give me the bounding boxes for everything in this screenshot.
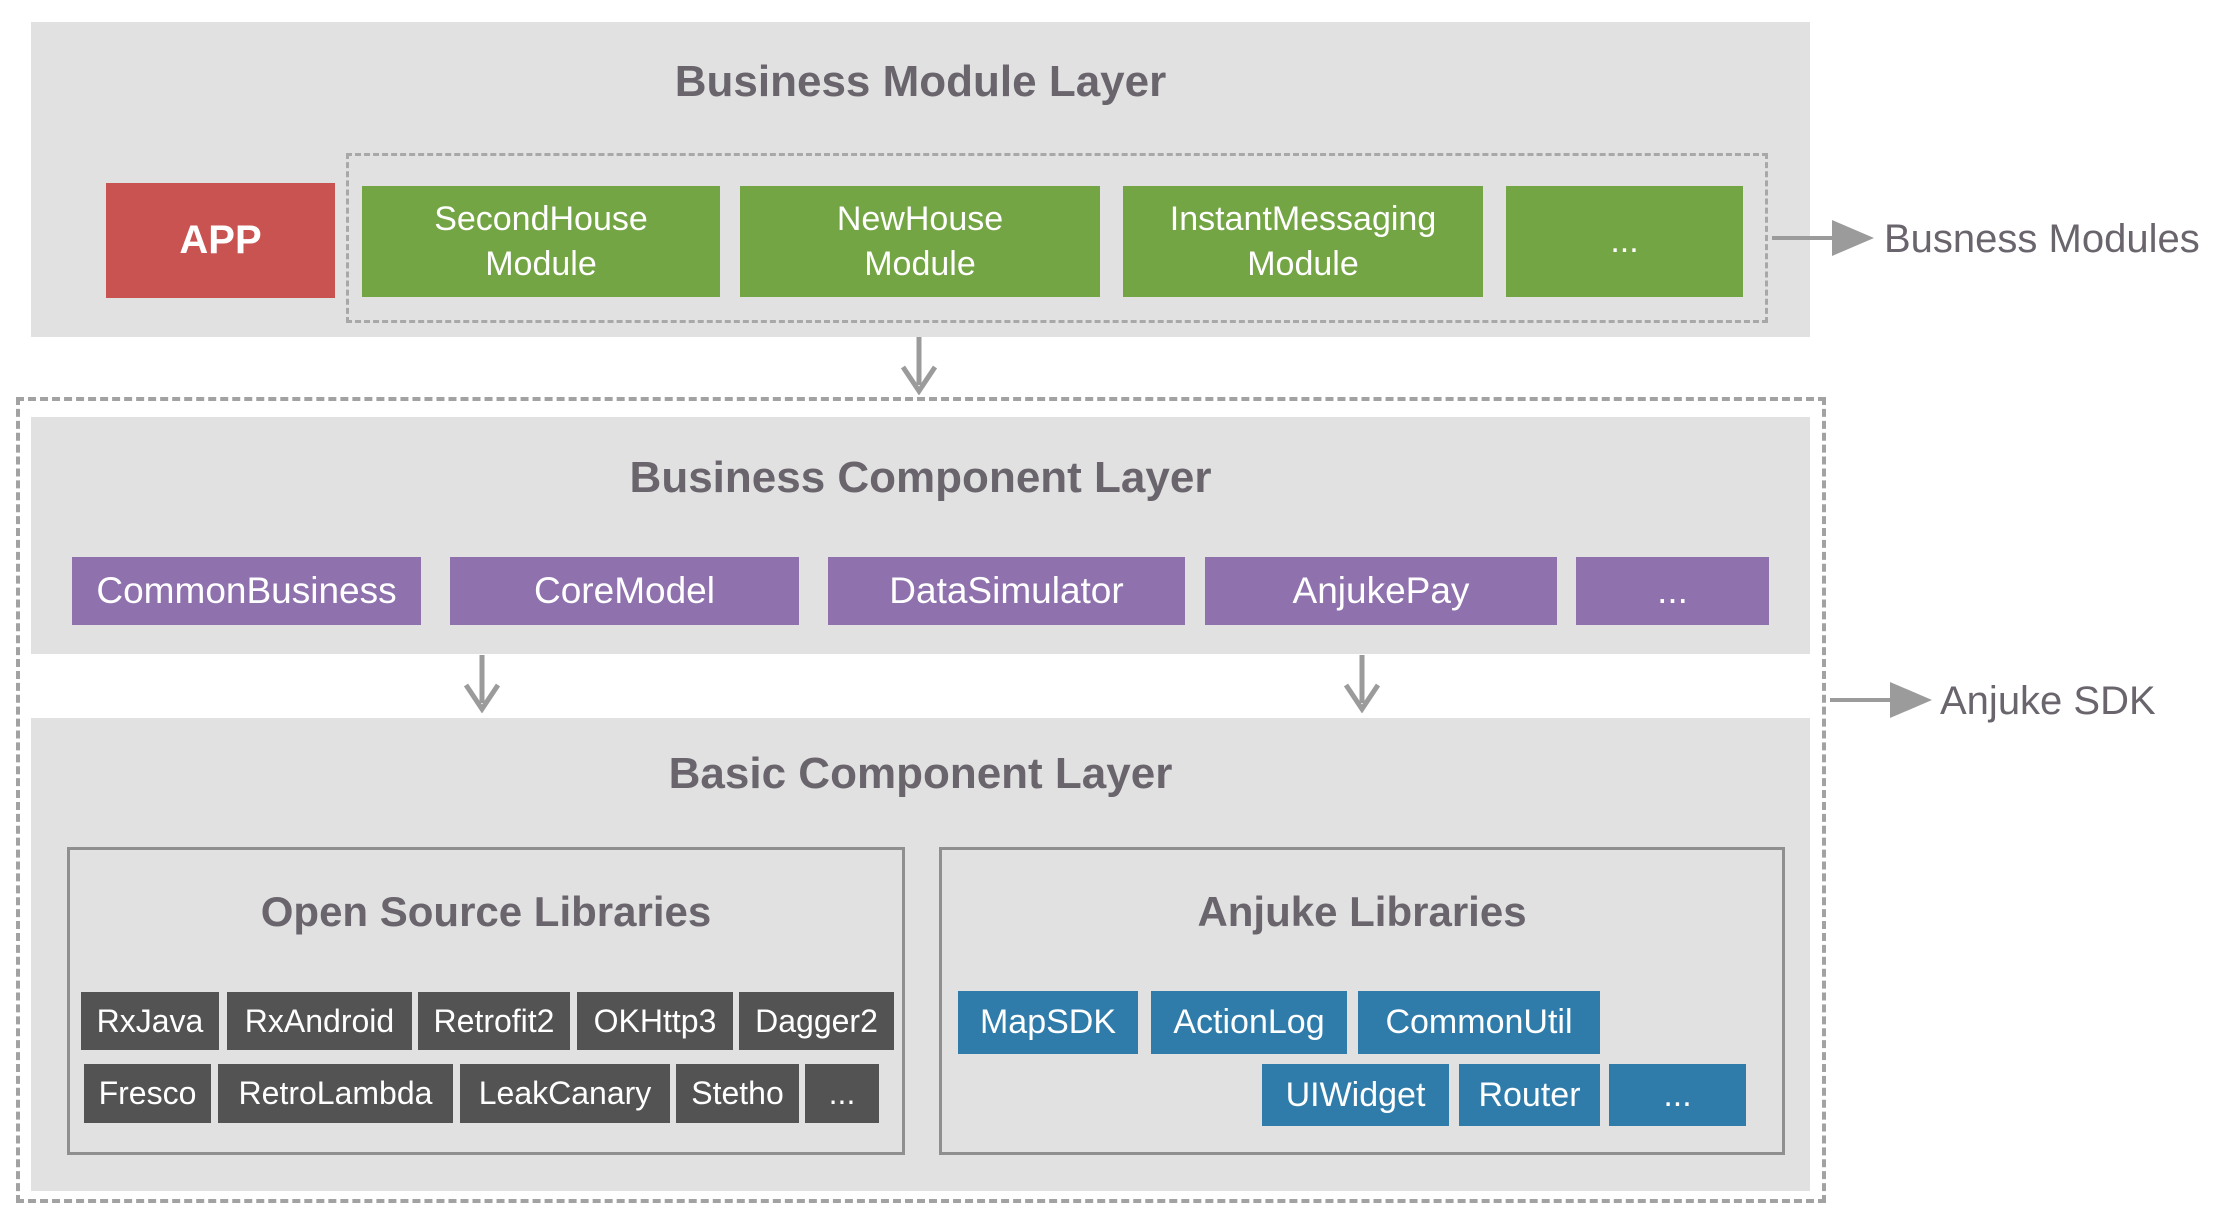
library-box-fresco: Fresco [84,1064,211,1123]
component-box-ellipsis: ... [1576,557,1769,625]
library-box-commonutil: CommonUtil [1358,991,1600,1054]
library-box-rxandroid: RxAndroid [227,992,412,1050]
business-modules-annotation: Busness Modules [1884,217,2200,261]
app-box: APP [106,183,335,298]
library-box-okhttp3: OKHttp3 [577,992,733,1050]
anjuke-libraries-title: Anjuke Libraries [1197,888,1527,935]
library-box-actionlog: ActionLog [1151,991,1347,1054]
library-box-dagger2: Dagger2 [739,992,894,1050]
library-box-leakcanary: LeakCanary [460,1064,670,1123]
down-arrow-icon [463,655,501,713]
library-box-retrolambda: RetroLambda [218,1064,453,1123]
business-module-layer-title: Business Module Layer [674,57,1167,106]
component-box-datasimulator: DataSimulator [828,557,1185,625]
business-modules-dashed-group [346,153,1768,323]
component-box-coremodel: CoreModel [450,557,799,625]
component-box-commonbusiness: CommonBusiness [72,557,421,625]
library-box-retrofit2: Retrofit2 [418,992,570,1050]
module-box-ellipsis: ... [1506,186,1743,297]
library-box-router: Router [1459,1064,1600,1126]
down-arrow-icon [900,337,938,395]
basic-component-layer-title: Basic Component Layer [668,749,1173,798]
open-source-libraries-title: Open Source Libraries [260,888,712,935]
library-box-ellipsis: ... [805,1064,879,1123]
right-arrow-icon [1830,682,1932,718]
business-component-layer-title: Business Component Layer [629,453,1212,502]
library-box-ellipsis: ... [1609,1064,1746,1126]
component-box-anjukepay: AnjukePay [1205,557,1557,625]
module-box-instantmessaging: InstantMessaging Module [1123,186,1483,297]
module-box-secondhouse: SecondHouse Module [362,186,720,297]
library-box-rxjava: RxJava [81,992,219,1050]
library-box-uiwidget: UIWidget [1262,1064,1449,1126]
down-arrow-icon [1343,655,1381,713]
library-box-mapsdk: MapSDK [958,991,1138,1054]
right-arrow-icon [1772,220,1874,256]
open-source-libraries-container: Open Source Libraries [67,847,905,1155]
module-box-newhouse: NewHouse Module [740,186,1100,297]
library-box-stetho: Stetho [676,1064,799,1123]
anjuke-libraries-container: Anjuke Libraries [939,847,1785,1155]
anjuke-sdk-dashed-group [16,397,1826,1203]
anjuke-sdk-annotation: Anjuke SDK [1940,679,2156,723]
